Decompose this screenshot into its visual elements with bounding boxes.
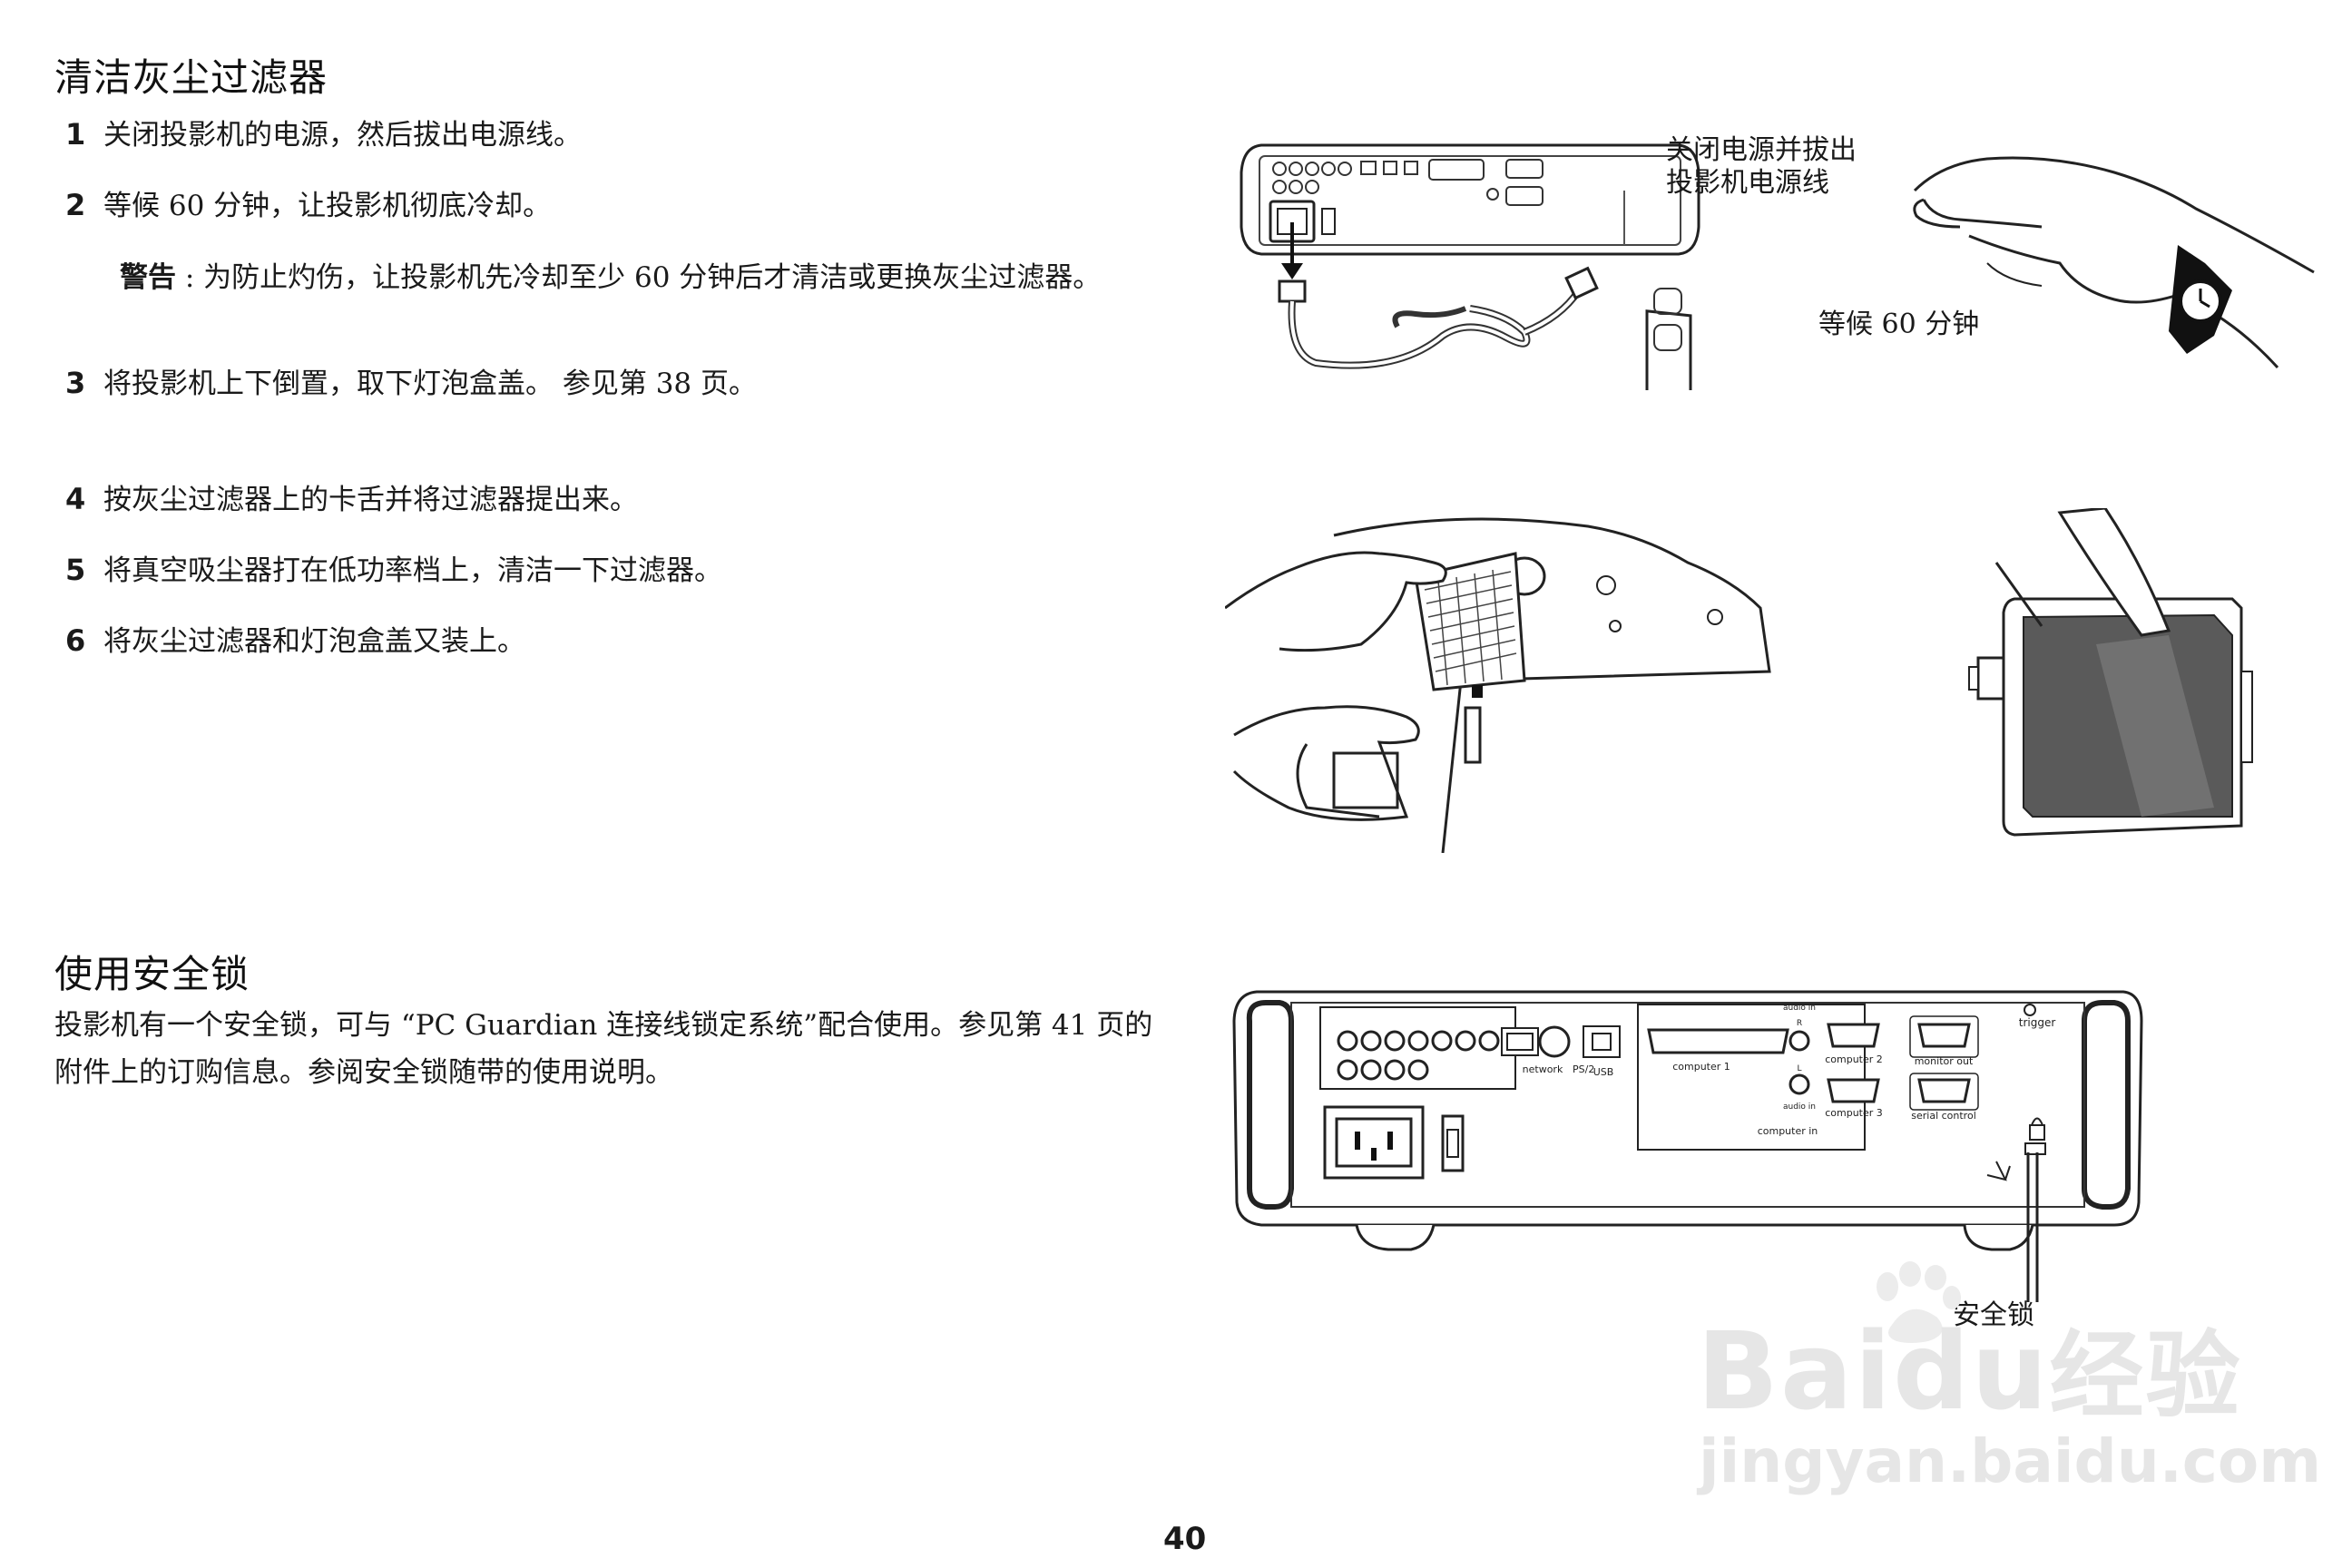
security-lock-description: 投影机有一个安全锁，可与 “PC Guardian 连接线锁定系统”配合使用。参… — [54, 1009, 1153, 1089]
port-label-computer-in: computer in — [1758, 1125, 1818, 1137]
port-label-monitor-out: monitor out — [1915, 1055, 1974, 1067]
step-text: 按灰尘过滤器上的卡舌并将过滤器提出来。 — [103, 484, 638, 516]
step-5: 5 将真空吸尘器打在低功率档上，清洁一下过滤器。 — [65, 552, 722, 589]
step-text: 将灰尘过滤器和灯泡盒盖又装上。 — [103, 625, 525, 658]
port-label-audio-in-bottom: audio in — [1783, 1102, 1816, 1112]
step-1: 1 关闭投影机的电源，然后拔出电源线。 — [65, 116, 582, 153]
watermark-brand-paw-text: du — [1893, 1308, 2050, 1434]
step-number: 6 — [65, 623, 86, 658]
step-text: 将真空吸尘器打在低功率档上，清洁一下过滤器。 — [103, 554, 722, 587]
port-label-audio-l: L — [1797, 1064, 1801, 1073]
port-label-trigger: trigger — [2019, 1016, 2056, 1029]
page-number: 40 — [1163, 1521, 1207, 1557]
warning-text: : 为防止灼伤，让投影机先冷却至少 60 分钟后才清洁或更换灰尘过滤器。 — [176, 261, 1102, 294]
projector-rear-panel-illustration: network PS/2 USB computer 1 audio in R L… — [1232, 990, 2143, 1302]
step-6: 6 将灰尘过滤器和灯泡盒盖又装上。 — [65, 622, 525, 660]
port-label-network: network — [1523, 1063, 1563, 1075]
baidu-watermark: Baidu经验 jingyan.baidu.com — [1679, 1261, 2321, 1497]
warning-label: 警告 — [120, 261, 176, 294]
step-text: 等候 60 分钟，让投影机彻底冷却。 — [103, 190, 552, 222]
step-text: 关闭投影机的电源，然后拔出电源线。 — [103, 119, 582, 152]
port-label-ps2: PS/2 — [1573, 1063, 1594, 1075]
lock-caption: 安全锁 — [1953, 1299, 2034, 1331]
port-label-computer2: computer 2 — [1825, 1054, 1883, 1065]
unplug-power-illustration — [1240, 143, 1700, 390]
step-2: 2 等候 60 分钟，让投影机彻底冷却。 — [65, 187, 551, 224]
paw-icon — [1877, 1261, 1961, 1343]
watermark-url: jingyan.baidu.com — [1699, 1426, 2322, 1496]
warning-note: 警告 : 为防止灼伤，让投影机先冷却至少 60 分钟后才清洁或更换灰尘过滤器。 — [120, 254, 1227, 301]
power-caption: 关闭电源并拔出 投影机电源线 — [1666, 134, 1857, 200]
step-number: 2 — [65, 188, 86, 222]
port-label-audio-r: R — [1797, 1019, 1802, 1028]
step-number: 4 — [65, 482, 86, 516]
step-number: 1 — [65, 117, 86, 152]
remove-filter-illustration — [1225, 517, 1771, 853]
section-title-security-lock: 使用安全锁 — [54, 952, 250, 996]
watermark-brand: Baidu经验 — [1697, 1312, 2242, 1435]
vacuum-filter-illustration — [1968, 508, 2253, 837]
port-label-usb: USB — [1593, 1066, 1614, 1078]
wait-hand-watch-illustration — [1913, 156, 2315, 369]
step-text: 将投影机上下倒置，取下灯泡盒盖。 参见第 38 页。 — [103, 368, 758, 400]
section-title-clean-filter: 清洁灰尘过滤器 — [54, 55, 328, 100]
port-label-audio-in-top: audio in — [1783, 1004, 1816, 1013]
port-label-serial-control: serial control — [1911, 1110, 1976, 1122]
power-caption-line2: 投影机电源线 — [1666, 167, 1829, 199]
wait-caption: 等候 60 分钟 — [1818, 309, 1980, 340]
port-label-computer3: computer 3 — [1825, 1107, 1883, 1119]
power-caption-line1: 关闭电源并拔出 — [1666, 134, 1857, 166]
watermark-brand-text: Bai — [1697, 1308, 1894, 1434]
step-number: 5 — [65, 553, 86, 587]
step-3: 3 将投影机上下倒置，取下灯泡盒盖。 参见第 38 页。 — [65, 365, 757, 402]
watermark-cn: 经验 — [2049, 1320, 2242, 1431]
step-number: 3 — [65, 366, 86, 400]
port-label-computer1: computer 1 — [1672, 1061, 1730, 1073]
step-4: 4 按灰尘过滤器上的卡舌并将过滤器提出来。 — [65, 481, 638, 518]
